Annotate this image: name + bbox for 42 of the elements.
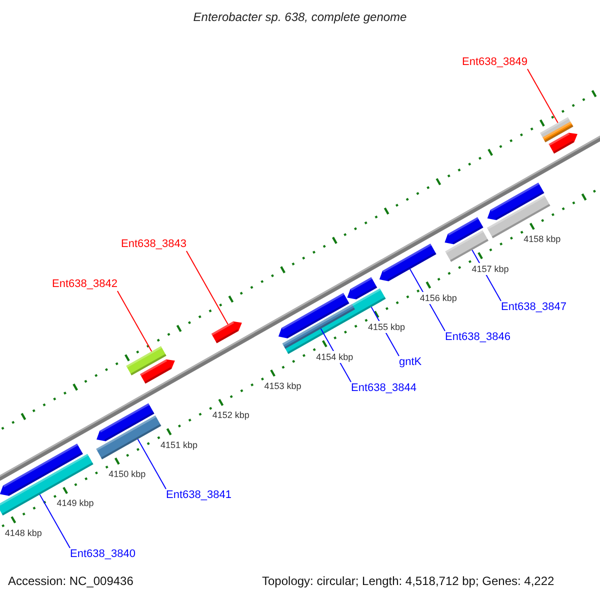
scale-label: 4153 kbp bbox=[264, 380, 302, 392]
gene-feature bbox=[379, 244, 436, 282]
gene-label: Ent638_3846 bbox=[445, 331, 510, 344]
scale-label: 4152 kbp bbox=[212, 409, 250, 422]
scale-label: 4156 kbp bbox=[420, 292, 457, 304]
scale-label: 4157 kbp bbox=[472, 262, 509, 275]
gene-feature bbox=[548, 132, 578, 154]
scale-label: 4149 kbp bbox=[56, 497, 94, 510]
gene-label: gntK bbox=[399, 356, 422, 369]
gene-feature bbox=[487, 182, 544, 220]
genome-info-text: Topology: circular; Length: 4,518,712 bp; Genes: 4,222 bbox=[262, 575, 554, 587]
gene-block bbox=[0, 454, 94, 516]
scale-label: 4151 kbp bbox=[160, 438, 198, 451]
leader-line bbox=[186, 250, 228, 325]
gene-label: Ent638_3840 bbox=[70, 548, 136, 561]
accession-text: Accession: NC_009436 bbox=[8, 575, 134, 587]
leader-line bbox=[116, 290, 152, 352]
gene-feature bbox=[211, 321, 242, 344]
gene-feature bbox=[347, 277, 378, 300]
gene-label: Ent638_3842 bbox=[52, 278, 118, 291]
gene-block bbox=[445, 230, 488, 262]
scale-label: 4158 kbp bbox=[524, 233, 561, 246]
gene-block bbox=[126, 346, 166, 376]
leader-line bbox=[39, 494, 70, 548]
gene-feature bbox=[278, 292, 350, 338]
gene-feature bbox=[444, 217, 484, 244]
gene-feature bbox=[0, 444, 83, 496]
gene-block bbox=[96, 415, 162, 460]
gene-label: Ent638_3841 bbox=[166, 489, 232, 502]
gene-feature bbox=[96, 403, 154, 442]
scale-label: 4148 kbp bbox=[4, 526, 42, 539]
title: Enterobacter sp. 638, complete genome bbox=[192, 10, 408, 24]
gene-label: Ent638_3849 bbox=[462, 56, 528, 69]
scale-label: 4154 kbp bbox=[316, 350, 354, 363]
scale-label: 4155 kbp bbox=[368, 321, 405, 334]
gene-label: Ent638_3847 bbox=[501, 301, 566, 314]
gene-feature bbox=[140, 359, 175, 384]
scale-label: 4150 kbp bbox=[108, 468, 146, 480]
leader-line bbox=[137, 438, 166, 490]
gene-label: Ent638_3844 bbox=[351, 382, 416, 395]
gene-label: Ent638_3843 bbox=[121, 238, 186, 251]
gene-block bbox=[282, 304, 355, 349]
